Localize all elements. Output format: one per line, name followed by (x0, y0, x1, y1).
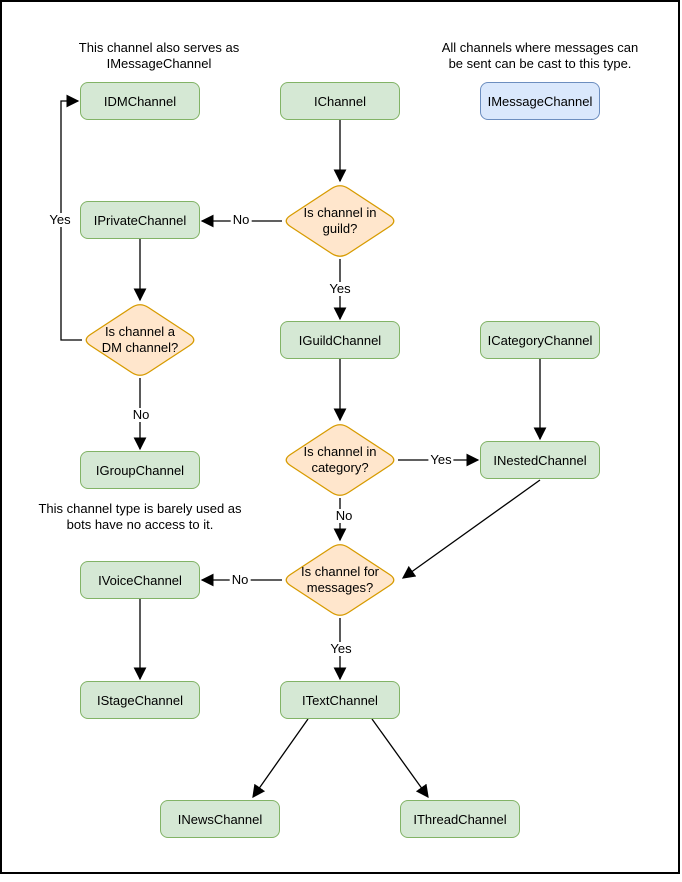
decision-label-guild: Is channel in guild? (303, 205, 377, 236)
edge-label-category-yes: Yes (428, 452, 454, 467)
decision-label-messages: Is channel for messages? (300, 564, 380, 595)
edge-label-category-no: No (333, 508, 355, 523)
node-ivoicechannel: IVoiceChannel (80, 561, 200, 599)
edge-label-guild-no: No (230, 212, 252, 227)
edge-inestedchannel-to-messages-decision (401, 479, 541, 579)
node-iprivatechannel: IPrivateChannel (80, 201, 200, 239)
node-idmchannel: IDMChannel (80, 82, 200, 120)
edge-label-messages-yes: Yes (328, 641, 354, 656)
edge-label-dm-yes: Yes (47, 212, 73, 227)
annotation-group-note: This channel type is barely used as bots… (38, 501, 242, 532)
node-itextchannel: ITextChannel (280, 681, 400, 719)
node-iguildchannel: IGuildChannel (280, 321, 400, 359)
decision-label-dm: Is channel a DM channel? (101, 324, 179, 355)
edge-label-dm-no: No (130, 407, 152, 422)
node-ithreadchannel: IThreadChannel (400, 800, 520, 838)
node-ichannel: IChannel (280, 82, 400, 120)
edge-itextchannel-to-inewschannel (252, 718, 309, 799)
node-inestedchannel: INestedChannel (480, 441, 600, 479)
node-inewschannel: INewsChannel (160, 800, 280, 838)
node-icategorychannel: ICategoryChannel (480, 321, 600, 359)
edge-label-guild-yes: Yes (327, 281, 353, 296)
annotation-message-note: All channels where messages can be sent … (441, 40, 639, 71)
decision-label-category: Is channel in category? (303, 444, 377, 475)
node-igroupchannel: IGroupChannel (80, 451, 200, 489)
annotation-dm-note: This channel also serves as IMessageChan… (78, 40, 240, 71)
node-imessagechannel: IMessageChannel (480, 82, 600, 120)
edge-itextchannel-to-ithreadchannel (371, 718, 429, 799)
edge-label-messages-no: No (229, 572, 251, 587)
node-istagechannel: IStageChannel (80, 681, 200, 719)
